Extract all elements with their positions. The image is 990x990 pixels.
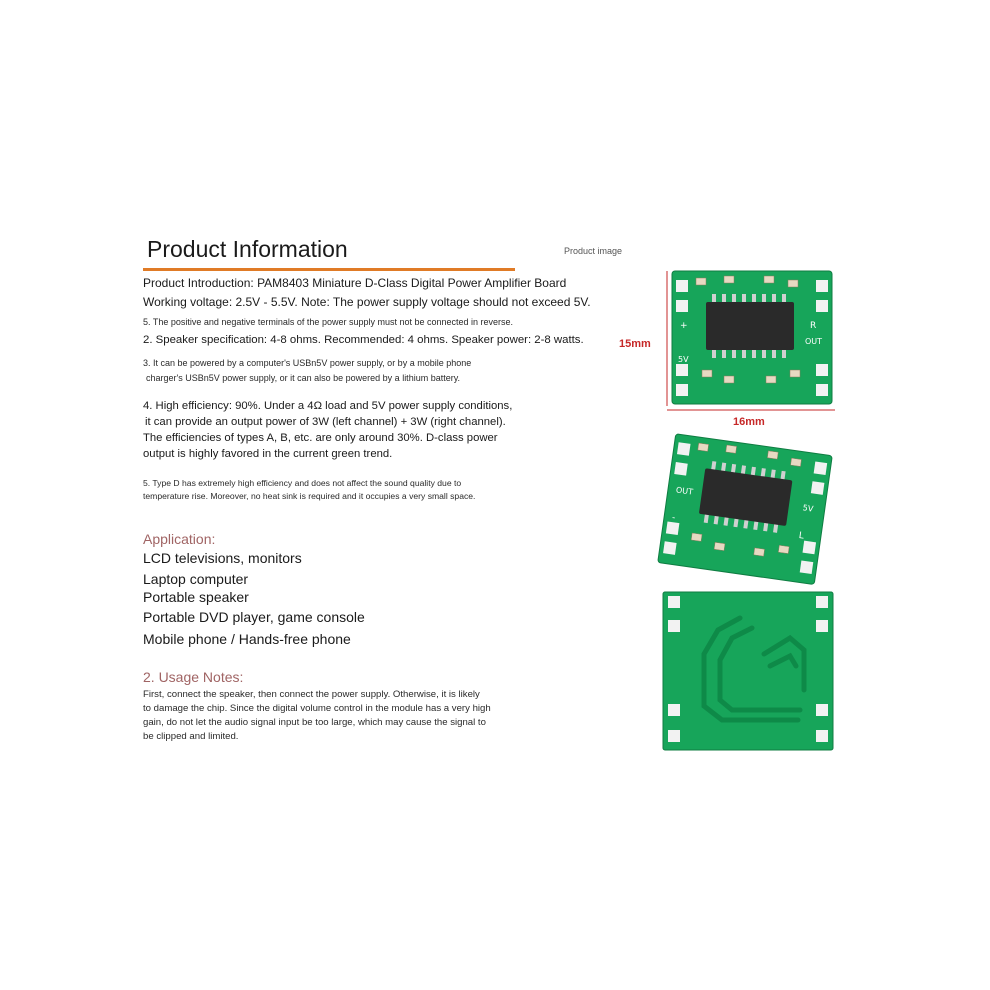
efficiency-line-1: 4. High efficiency: 90%. Under a 4Ω load…	[143, 400, 513, 412]
pcb-pad	[674, 462, 688, 476]
page-title: Product Information	[147, 236, 348, 262]
pcb-label-out: OUT	[805, 337, 822, 346]
chip-pins	[712, 294, 786, 358]
pcb-top-view-image: + R OUT 5V	[660, 266, 840, 416]
pcb-pad	[810, 481, 825, 495]
pcb-pad	[813, 461, 828, 476]
polarity-note: 5. The positive and negative terminals o…	[143, 317, 514, 327]
dimension-width-label: 16mm	[733, 416, 765, 428]
type-d-paragraph: 5. Type D has extremely high efficiency …	[143, 477, 508, 503]
usage-line-3: gain, do not let the audio signal input …	[143, 717, 486, 728]
application-item: Mobile phone / Hands-free phone	[143, 631, 351, 647]
efficiency-line-3: The efficiencies of types A, B, etc. are…	[143, 432, 498, 444]
product-image-caption: Product image	[564, 246, 623, 256]
pcb-pad	[676, 384, 688, 396]
pcb-pad	[663, 541, 677, 555]
pcb-pad	[676, 280, 688, 292]
pcb-label-5v: 5V	[802, 503, 814, 513]
title-underline	[143, 268, 515, 271]
usb-power-line-2: charger's USBn5V power supply, or it can…	[146, 373, 461, 383]
usage-line-2: to damage the chip. Since the digital vo…	[143, 703, 491, 714]
efficiency-paragraph: 4. High efficiency: 90%. Under a 4Ω load…	[143, 398, 523, 462]
pcb-bottom-view-image	[660, 590, 836, 752]
pcb-pad	[676, 442, 691, 456]
application-heading: Application:	[143, 531, 216, 547]
pcb-label-r: R	[810, 321, 816, 331]
application-item: Laptop computer	[143, 571, 249, 587]
pcb-pad	[676, 364, 688, 376]
pcb-pad	[668, 704, 680, 716]
smd-components	[690, 442, 802, 557]
pcb-pad	[676, 300, 688, 312]
pcb-pad	[668, 730, 680, 742]
pcb-pad	[816, 620, 828, 632]
pcb-label-minus: -	[671, 513, 676, 523]
type-d-line-2: temperature rise. Moreover, no heat sink…	[143, 491, 476, 501]
chip-pins	[703, 461, 786, 533]
speaker-spec: 2. Speaker specification: 4-8 ohms. Reco…	[143, 334, 584, 346]
pam8403-chip	[699, 468, 793, 526]
efficiency-line-2: it can provide an output power of 3W (le…	[145, 416, 506, 428]
pcb-label-5v: 5V	[678, 355, 689, 364]
pcb-traces	[701, 615, 807, 723]
efficiency-line-4: output is highly favored in the current …	[143, 448, 393, 460]
pcb-pad	[816, 280, 828, 292]
pcb-pad	[802, 540, 817, 555]
pcb-pad	[816, 384, 828, 396]
pcb-pad	[799, 560, 814, 575]
product-introduction: Product Introduction: PAM8403 Miniature …	[143, 276, 567, 290]
type-d-line-1: 5. Type D has extremely high efficiency …	[143, 478, 462, 488]
pcb-label-plus: +	[680, 321, 688, 331]
pcb-pad	[816, 704, 828, 716]
pcb-label-out: OUT	[675, 485, 693, 496]
pam8403-chip	[706, 302, 794, 350]
working-voltage: Working voltage: 2.5V - 5.5V. Note: The …	[143, 295, 591, 309]
application-item: LCD televisions, monitors	[143, 550, 302, 566]
usage-notes-heading: 2. Usage Notes:	[143, 669, 244, 685]
pcb-pad	[665, 521, 680, 536]
pcb-pad	[816, 300, 828, 312]
pcb-label-l: L	[798, 531, 804, 542]
application-item: Portable speaker	[143, 589, 249, 605]
pcb-pad	[816, 596, 828, 608]
pcb-pad	[816, 730, 828, 742]
smd-components	[695, 275, 801, 384]
dimension-height-label: 15mm	[619, 338, 651, 350]
usage-line-4: be clipped and limited.	[143, 731, 239, 742]
usb-power-line-1: 3. It can be powered by a computer's USB…	[143, 358, 472, 368]
usage-notes-paragraph: First, connect the speaker, then connect…	[143, 688, 523, 744]
usage-line-1: First, connect the speaker, then connect…	[143, 689, 480, 700]
pcb-angled-view-image: OUT 5V - L	[652, 432, 837, 587]
pcb-board	[662, 591, 834, 751]
pcb-pad	[668, 596, 680, 608]
pcb-pad	[668, 620, 680, 632]
application-item: Portable DVD player, game console	[143, 609, 365, 625]
pcb-pad	[816, 364, 828, 376]
